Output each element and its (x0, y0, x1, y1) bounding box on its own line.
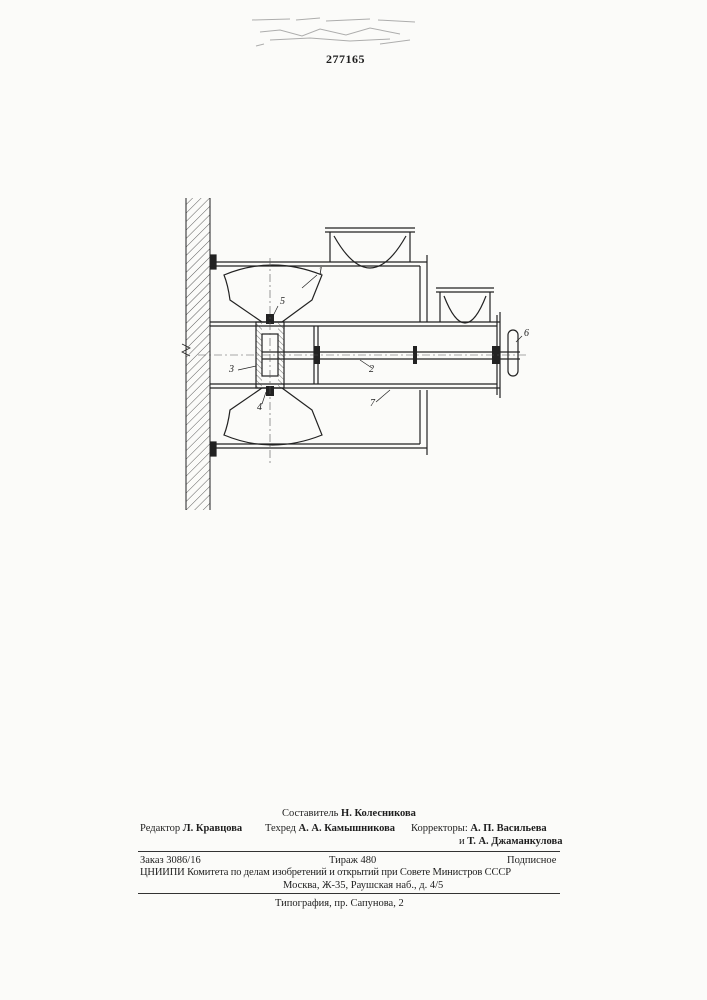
corrector-2: Т. А. Джаманкулова (467, 836, 562, 847)
compiler-role: Составитель (282, 808, 338, 819)
label-1: 1 (318, 266, 323, 277)
divider-top (138, 851, 560, 852)
divider-bottom (138, 893, 560, 894)
organization-line: ЦНИИПИ Комитета по делам изобретений и о… (140, 867, 511, 878)
label-3: 3 (228, 364, 234, 375)
wall (182, 198, 210, 510)
label-6: 6 (524, 328, 529, 339)
printing-house: Типография, пр. Сапунова, 2 (275, 898, 404, 909)
order-number: Заказ 3086/16 (140, 855, 201, 866)
editor-name: Л. Кравцова (183, 823, 242, 834)
editor-line: Редактор Л. Кравцова (140, 823, 242, 834)
corrector-2-line: и Т. А. Джаманкулова (459, 836, 562, 847)
correctors-role: Корректоры: (411, 823, 468, 834)
subscription: Подписное (507, 855, 556, 866)
centerlines (198, 258, 528, 465)
address-line: Москва, Ж-35, Раушская наб., д. 4/5 (283, 880, 443, 891)
techred-line: Техред А. А. Камышникова (265, 823, 395, 834)
techred-name: А. А. Камышникова (299, 823, 396, 834)
compiler-name: Н. Колесникова (341, 808, 416, 819)
editor-role: Редактор (140, 823, 180, 834)
and-word: и (459, 836, 465, 847)
correctors-line: Корректоры: А. П. Васильева (411, 823, 547, 834)
corrector-1: А. П. Васильева (470, 823, 546, 834)
label-2: 2 (369, 364, 374, 375)
compiler-line: Составитель Н. Колесникова (282, 808, 416, 819)
label-5: 5 (280, 296, 285, 307)
circulation: Тираж 480 (329, 855, 376, 866)
label-7: 7 (370, 398, 376, 409)
techred-role: Техред (265, 823, 296, 834)
label-4: 4 (257, 402, 262, 413)
